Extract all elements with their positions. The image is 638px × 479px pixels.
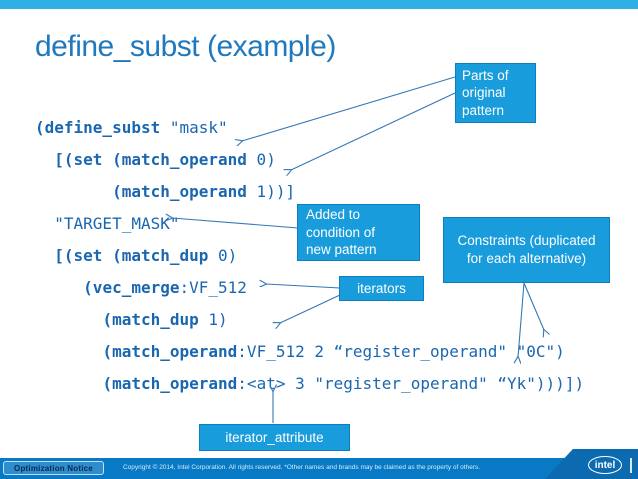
- code-line: (match_dup 1): [102, 310, 228, 329]
- footer-bar: [0, 458, 638, 479]
- callout-added-to-condition: Added to condition of new pattern: [297, 204, 420, 261]
- code-line: (vec_merge:VF_512: [83, 278, 247, 297]
- callout-constraints: Constraints (duplicated for each alterna…: [443, 217, 610, 283]
- code-line: (match_operand:<at> 3 "register_operand"…: [102, 374, 585, 393]
- code-block: (define_subst "mask" [(set (match_operan…: [35, 112, 584, 400]
- code-line: (define_subst "mask": [35, 118, 228, 137]
- page-title: define_subst (example): [35, 30, 336, 63]
- code-line: [(set (match_dup 0): [54, 246, 238, 265]
- intel-logo: intel: [588, 456, 622, 474]
- optimization-notice-badge: Optimization Notice: [3, 461, 104, 475]
- callout-iterators: iterators: [339, 276, 424, 301]
- intel-logo-text: intel: [594, 459, 616, 471]
- code-line: [(set (match_operand 0): [54, 150, 276, 169]
- callout-label: Constraints (duplicated for each alterna…: [457, 233, 596, 266]
- footer-separator-line: [630, 458, 632, 473]
- code-line: "TARGET_MASK": [35, 214, 180, 233]
- callout-iterator-attribute: iterator_attribute: [199, 424, 350, 451]
- callout-label: iterators: [357, 280, 406, 296]
- callout-label: Added to condition of new pattern: [306, 207, 377, 258]
- code-line: (match_operand 1))]: [112, 182, 296, 201]
- optimization-notice-label: Optimization Notice: [14, 463, 93, 473]
- copyright-text: Copyright © 2014, Intel Corporation. All…: [122, 464, 481, 471]
- callout-parts-of-original-pattern: Parts of original pattern: [455, 63, 536, 123]
- callout-label: Parts of original pattern: [462, 67, 509, 118]
- top-brand-bar: [0, 0, 638, 9]
- code-line: (match_operand:VF_512 2 “register_operan…: [102, 342, 565, 361]
- callout-label: iterator_attribute: [225, 429, 324, 445]
